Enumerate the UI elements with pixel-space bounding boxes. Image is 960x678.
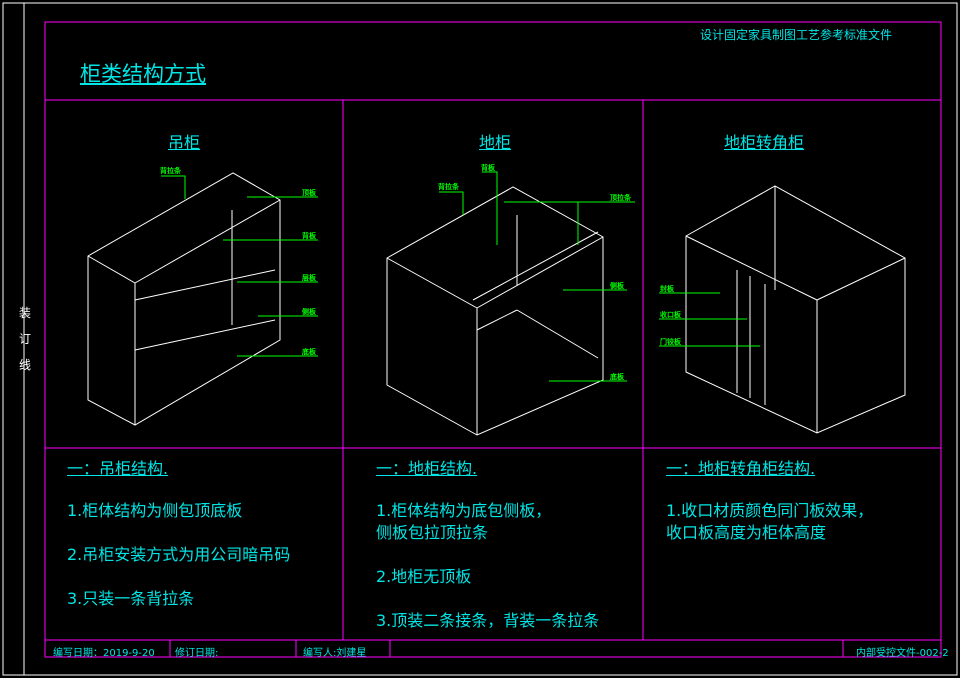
note: 2.吊柜安装方式为用公司暗吊码 [67, 545, 291, 564]
part-label: 封板 [660, 285, 674, 293]
panel-notes: 一：地柜结构. 1.柜体结构为底包侧板， 侧板包拉顶拉条 2.地柜无顶板 3.顶… [376, 458, 599, 632]
frame-grid [44, 21, 942, 658]
side-char: 订 [18, 332, 31, 346]
note: 收口板高度为柜体高度 [666, 523, 827, 542]
side-char: 装 [18, 306, 31, 320]
panel-title: 地柜转角柜 [724, 133, 805, 152]
footer-revised: 修订日期: [175, 648, 219, 659]
part-label: 顶拉条 [610, 194, 631, 202]
wall-cabinet-drawing [87, 172, 281, 426]
panel-notes: 一：吊柜结构. 1.柜体结构为侧包顶底板 2.吊柜安装方式为用公司暗吊码 3.只… [67, 458, 290, 610]
note: 3.只装一条背拉条 [67, 589, 195, 608]
part-label: 背板 [302, 232, 316, 240]
page-title: 柜类结构方式 [80, 62, 206, 86]
leader-lines [161, 171, 760, 382]
footer-author: 编写人:刘建星 [303, 648, 367, 659]
part-label: 收口板 [660, 311, 681, 319]
section-heading: 一：吊柜结构. [67, 459, 169, 478]
side-char: 线 [18, 358, 31, 372]
part-label: 层板 [302, 274, 316, 282]
panel-title: 地柜 [479, 133, 512, 152]
base-cabinet-drawing [386, 186, 604, 436]
panel-title: 吊柜 [168, 133, 201, 152]
note: 2.地柜无顶板 [376, 567, 472, 586]
part-label: 底板 [610, 373, 624, 381]
corner-cabinet-drawing [685, 185, 906, 434]
note: 1.柜体结构为侧包顶底板 [67, 501, 243, 520]
section-heading: 一：地柜转角柜结构. [666, 459, 816, 478]
footer-doc-no: 内部受控文件-002-2 [856, 648, 949, 659]
note: 1.柜体结构为底包侧板， [376, 501, 552, 520]
part-label: 侧板 [302, 308, 316, 316]
note: 3.顶装二条接条，背装一条拉条 [376, 611, 600, 630]
part-label: 背拉条 [160, 167, 181, 175]
part-label: 侧板 [610, 282, 624, 290]
section-heading: 一：地柜结构. [376, 459, 478, 478]
footer-date: 编写日期：2019-9-20 [53, 648, 155, 659]
part-label: 门铰板 [660, 338, 681, 346]
part-label: 顶板 [302, 189, 316, 197]
panel-notes: 一：地柜转角柜结构. 1.收口材质颜色同门板效果， 收口板高度为柜体高度 [666, 458, 873, 544]
binding-line-label: 装订线 [18, 300, 32, 378]
document-title: 设计固定家具制图工艺参考标准文件 [700, 28, 893, 42]
part-label: 背拉条 [438, 183, 459, 191]
part-label: 底板 [302, 348, 316, 356]
note: 侧板包拉顶拉条 [376, 523, 489, 542]
part-label: 背板 [481, 164, 495, 172]
note: 1.收口材质颜色同门板效果， [666, 501, 874, 520]
